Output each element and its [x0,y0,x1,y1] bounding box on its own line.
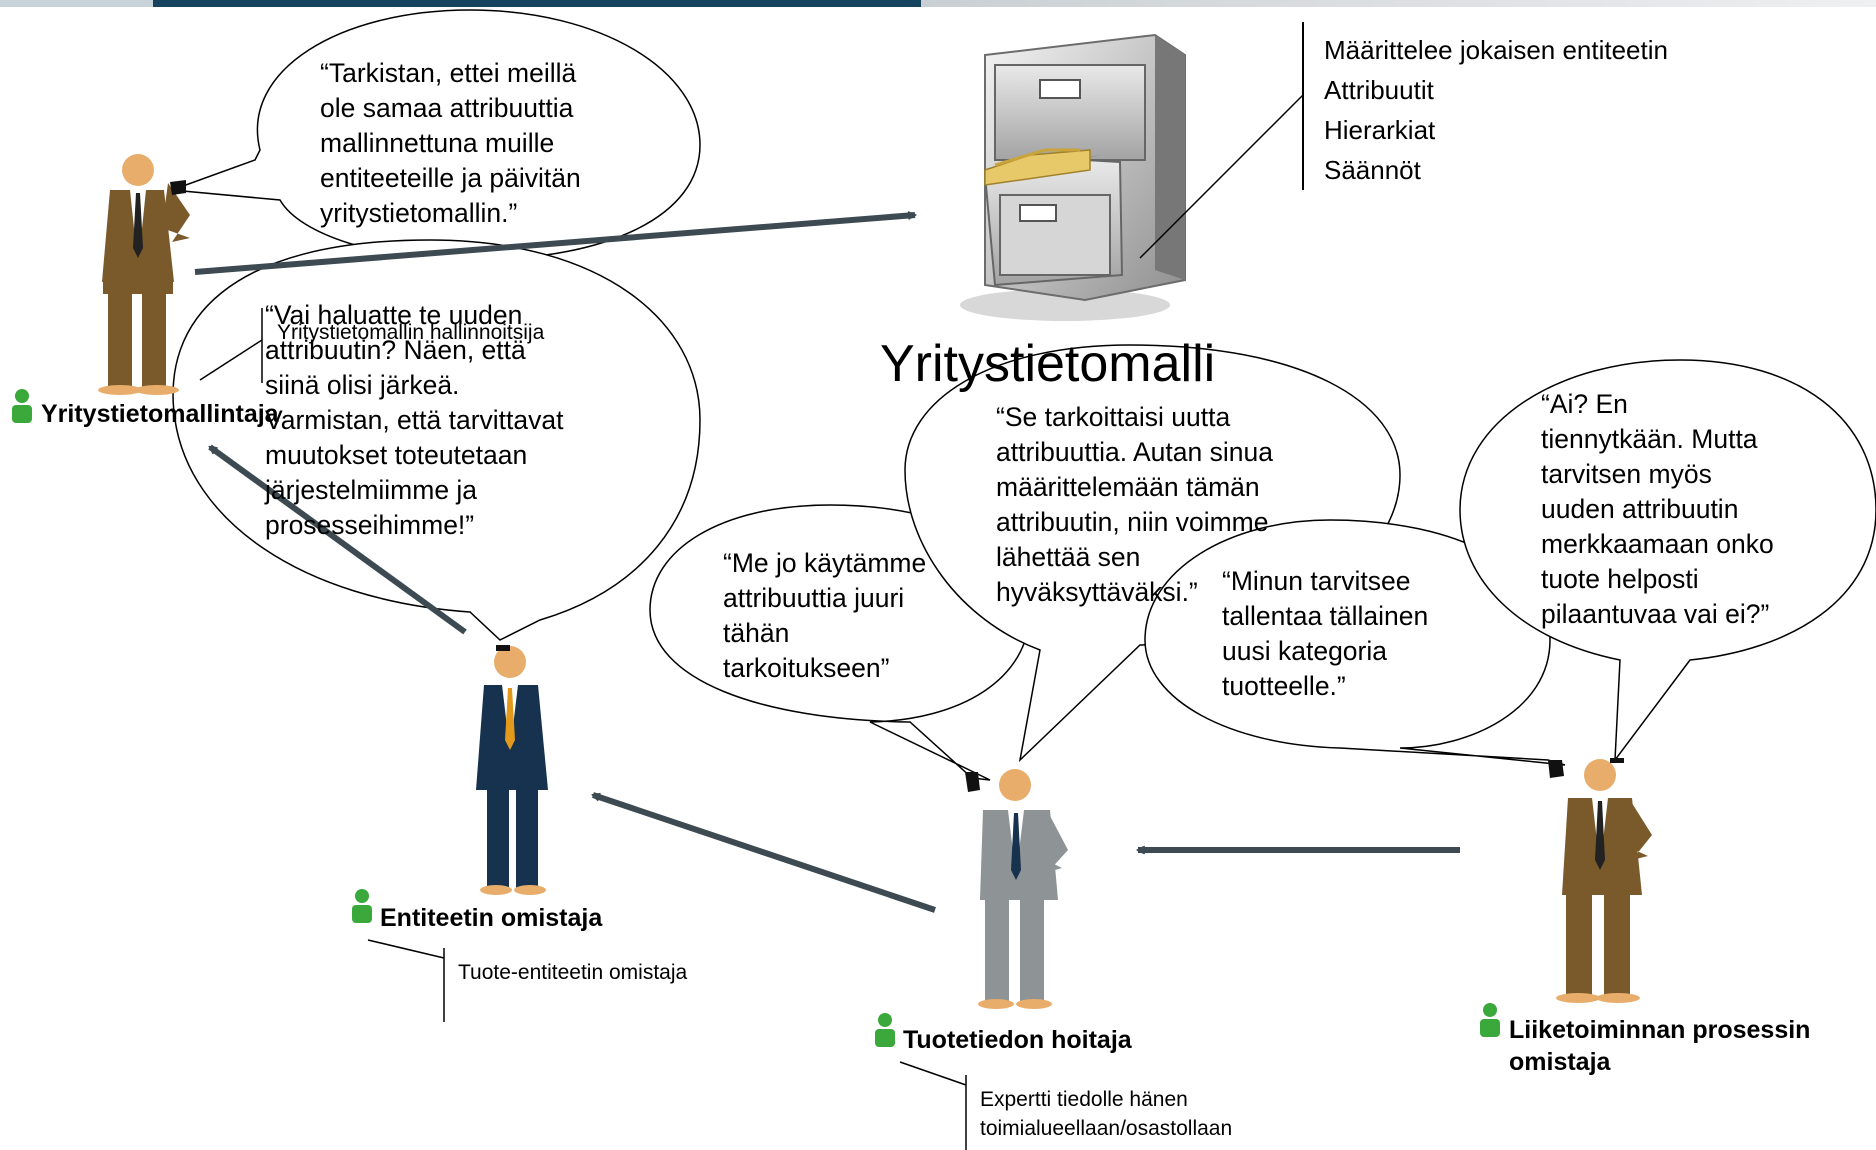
bubble-text-steward-left: “Me jo käytämme attribuuttia juuri tähän… [723,548,927,683]
bubble-text-process-owner: “Ai? En tiennytkään. Mutta tarvitsen myö… [1541,389,1774,629]
bubble-text-modeler: “Tarkistan, ettei meillä ole samaa attri… [320,58,581,228]
arrow-steward-to-owner [593,792,936,913]
model-note-1: Attribuutit [1324,75,1434,105]
user-badge-icon-entity-owner [352,889,372,923]
user-badge-icon-modeler [12,389,32,423]
person-entity-owner-icon [476,645,548,895]
person-modeler-icon [98,154,190,395]
bubble-text-steward-right: “Minun tarvitsee tallentaa tällainen uus… [1222,566,1429,701]
bubble-text-steward-mid: “Se tarkoittaisi uutta attribuuttia. Aut… [996,402,1273,607]
arrows [194,215,1460,913]
model-notes-leader [1139,94,1304,259]
arrow-owner-to-modeler [210,444,467,635]
bubble-process-owner [1459,359,1876,763]
header-band [153,0,921,7]
entity-owner-note: Tuote-entiteetin omistaja [458,961,688,984]
modeler-note: Yritystietomallin hallinnoitsija [277,321,545,344]
arrow-modeler-to-model [194,215,915,275]
bubble-steward-mid [904,344,1401,763]
data-steward-note: Expertti tiedolle hänen toimialueellaan/… [980,1088,1233,1140]
person-data-steward-icon [965,769,1068,1009]
bubble-steward-right [1144,519,1566,766]
model-title: Yritystietomalli [880,335,1216,393]
model-note-0: Määrittelee jokaisen entiteetin [1324,35,1668,65]
note-bracket-data-steward [899,1061,967,1150]
bubble-text-entity-owner: “Vai haluatte te uuden attribuutin? Näen… [265,300,564,540]
user-badge-icon-process-owner [1480,1003,1500,1037]
header-band-fade [921,0,1876,7]
person-process-owner-icon [1548,758,1652,1003]
user-badge-icon-data-steward [875,1013,895,1047]
role-label-data-steward: Tuotetiedon hoitaja [903,1026,1132,1054]
header-band-left [0,0,153,7]
note-bracket-entity-owner [367,939,445,1022]
role-label-process-owner: Liiketoiminnan prosessin omistaja [1509,1016,1811,1076]
model-note-2: Hierarkiat [1324,115,1436,145]
model-note-3: Säännöt [1324,155,1421,185]
role-label-entity-owner: Entiteetin omistaja [380,904,603,932]
note-bracket-modeler [199,308,263,383]
role-label-modeler: Yritystietomallintaja [41,400,279,428]
filing-cabinet-icon [960,33,1186,321]
